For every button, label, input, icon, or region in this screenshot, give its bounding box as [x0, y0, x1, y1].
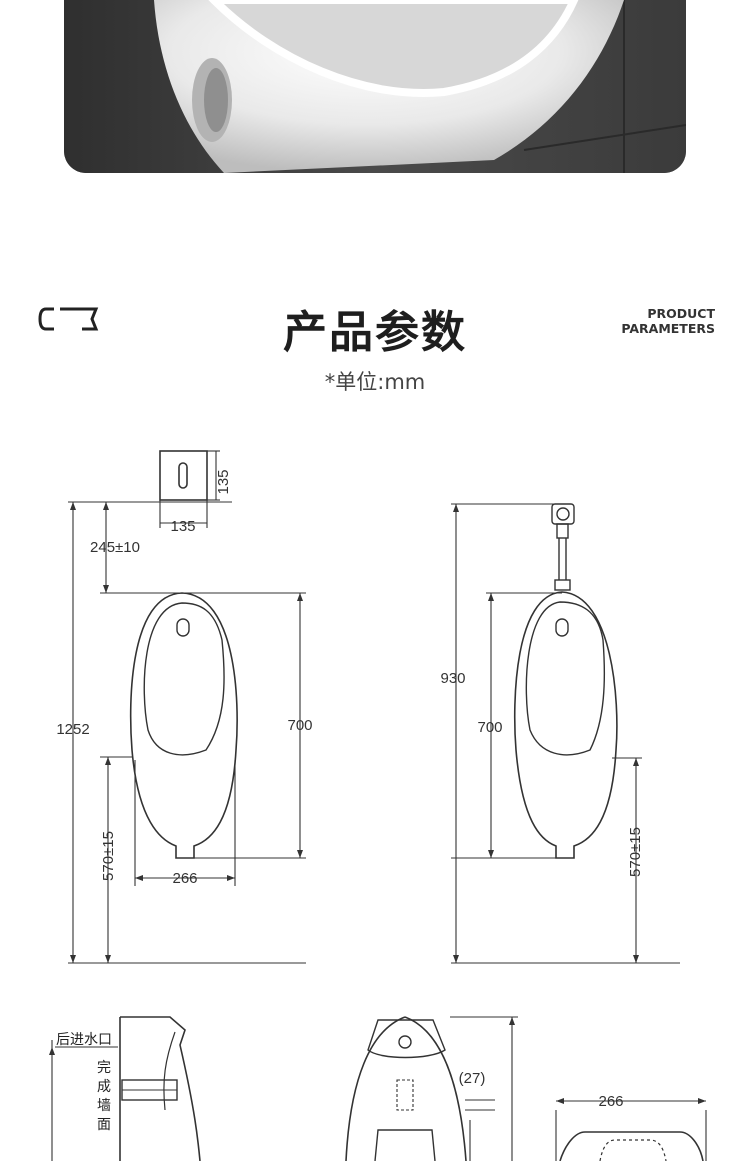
section-title: 产品参数 — [283, 307, 467, 358]
front-total-height-label: 1252 — [56, 721, 89, 738]
front-body-outline — [129, 592, 238, 859]
product-photo — [64, 0, 686, 173]
section-subtitle: PRODUCT PARAMETERS — [620, 306, 715, 336]
front-bowl-outline — [143, 602, 225, 756]
side-body-height-label: 700 — [477, 719, 502, 736]
inlet-dim-label: (27) — [459, 1070, 486, 1087]
side-total-height-label: 930 — [440, 670, 465, 687]
unit-label: *单位:mm — [324, 370, 426, 394]
side-install-height-label: 570±15 — [627, 827, 644, 877]
finished-wall-char: 完 — [97, 1060, 111, 1076]
bottom-width-label: 266 — [598, 1093, 623, 1110]
brand-mark-icon — [38, 306, 100, 336]
finished-wall-char: 面 — [97, 1117, 111, 1133]
front-body-width-label: 266 — [172, 870, 197, 887]
front-body-height-label: 700 — [287, 717, 312, 734]
front-install-height-label: 570±15 — [100, 831, 117, 881]
rear-inlet-label: 后进水口 — [56, 1032, 112, 1048]
finished-wall-char: 墙 — [97, 1098, 111, 1114]
finished-wall-char: 成 — [97, 1079, 111, 1095]
sensor-height-label: 135 — [215, 469, 232, 494]
sensor-panel — [159, 450, 208, 501]
section-subtitle-line2: PARAMETERS — [621, 321, 715, 336]
side-body-outline — [513, 591, 618, 859]
sensor-offset-label: 245±10 — [90, 539, 140, 556]
sensor-width-label: 135 — [170, 518, 195, 535]
sensor-window — [178, 462, 188, 489]
section-subtitle-line1: PRODUCT — [647, 306, 715, 321]
dimension-drawing: 135 135 245±10 1252 700 266 570±15 930 7… — [49, 450, 707, 1161]
